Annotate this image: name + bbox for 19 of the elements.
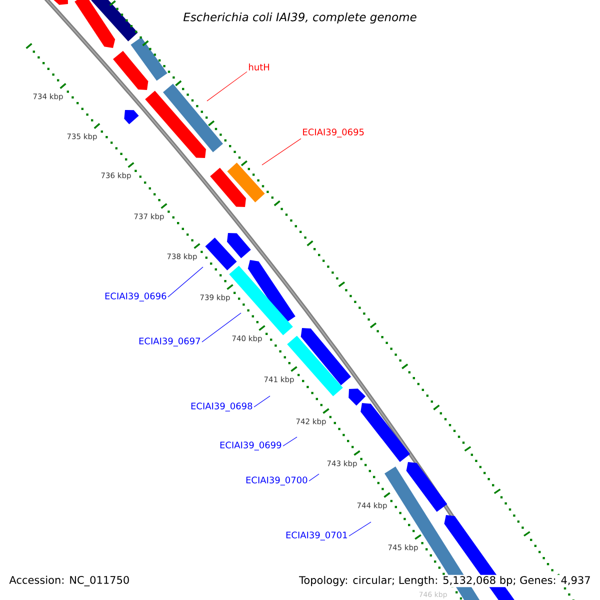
accession-text: Accession: NC_011750 [8,574,131,588]
gene-label: ECIAI39_0695 [303,128,364,138]
leader-line [168,266,204,298]
leader-line [308,474,320,482]
leader-line [202,312,242,342]
leader-line [262,138,302,166]
gene-label: ECIAI39_0701 [286,532,347,540]
leader-line [282,436,298,446]
genome-info-text: Topology: circular; Length: 5,132,068 bp; Genes: 4,937 [298,574,592,588]
gene-label: ECIAI39_0699 [220,442,282,450]
gene-label: hutH [249,64,270,70]
leader-line [254,396,270,408]
gene-label: ECIAI39_0700 [246,476,308,486]
leader-line [348,522,372,536]
leader-line [206,71,248,102]
gene-label: ECIAI39_0697 [139,338,200,346]
gene-label: ECIAI39_0696 [105,292,166,302]
gene-label: ECIAI39_0698 [191,402,252,412]
title: Escherichia coli IAI39, complete genome [183,12,416,24]
